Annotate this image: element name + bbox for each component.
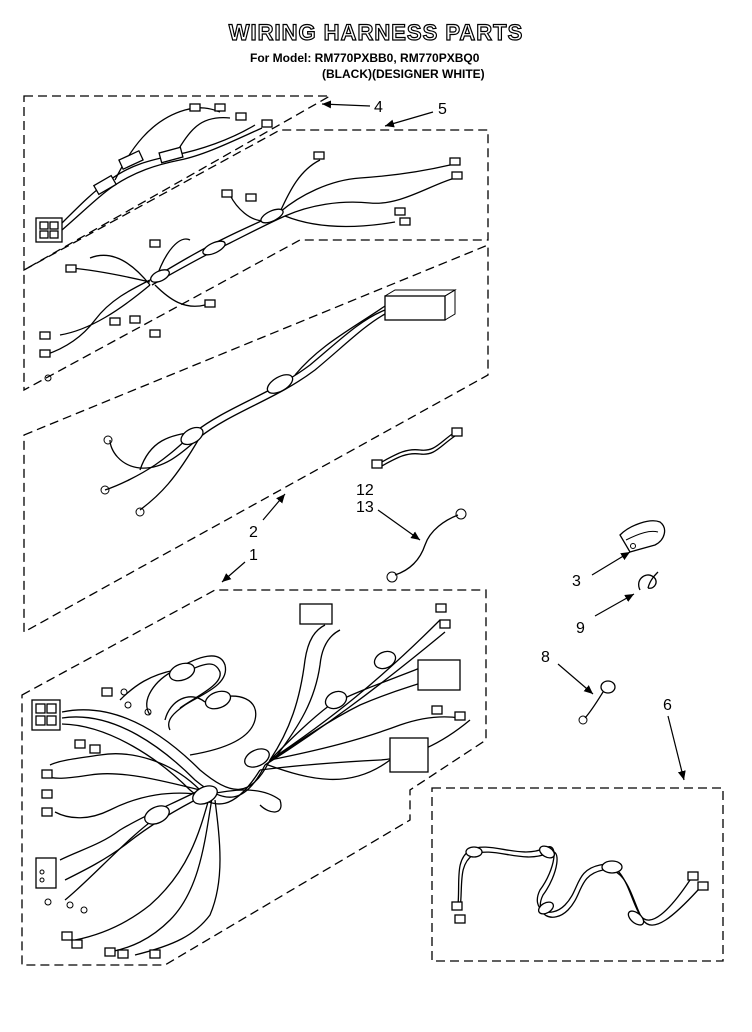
callout-6: 6 [663, 697, 672, 714]
leader-1 [221, 561, 246, 583]
model-numbers: For Model: RM770PXBB0, RM770PXBQ0 [250, 51, 480, 65]
harness-2-group [23, 244, 489, 634]
callout-12: 12 [356, 482, 374, 499]
callout-5: 5 [438, 101, 447, 118]
leader-8 [557, 663, 594, 695]
part-3-clamp [619, 520, 666, 553]
part-2-boundary [23, 244, 489, 634]
harness-4-group [23, 95, 333, 272]
diagram-header: WIRING HARNESS PARTS [0, 19, 752, 46]
leader-3 [591, 551, 631, 576]
leader-5 [384, 111, 434, 128]
harness-1-group [21, 589, 487, 966]
harness-6-group [431, 787, 724, 962]
harness-5-group [23, 129, 489, 392]
callout-numbers: 4 5 12 13 2 1 3 9 8 6 [249, 99, 672, 714]
leader-6 [667, 715, 686, 781]
part-9-clip [638, 571, 659, 591]
callout-2: 2 [249, 524, 258, 541]
part-13-wire [386, 508, 467, 583]
color-variants: (BLACK)(DESIGNER WHITE) [322, 67, 485, 81]
part-6-boundary [431, 787, 724, 962]
callout-1: 1 [249, 547, 258, 564]
callout-leaders [221, 100, 686, 781]
callout-4: 4 [374, 99, 383, 116]
leader-2 [262, 493, 286, 521]
callout-3: 3 [572, 573, 581, 590]
part-5-boundary [23, 129, 489, 392]
leader-9 [594, 593, 635, 617]
page-title: WIRING HARNESS PARTS [228, 19, 524, 45]
part-12-wire [371, 427, 463, 469]
callout-9: 9 [576, 620, 585, 637]
leader-13 [377, 509, 421, 541]
part-8-ground-wire [578, 680, 616, 725]
callout-8: 8 [541, 649, 550, 666]
part-1-boundary [21, 589, 487, 966]
callout-13: 13 [356, 499, 374, 516]
leader-4 [321, 100, 371, 109]
part-4-boundary [23, 95, 333, 272]
